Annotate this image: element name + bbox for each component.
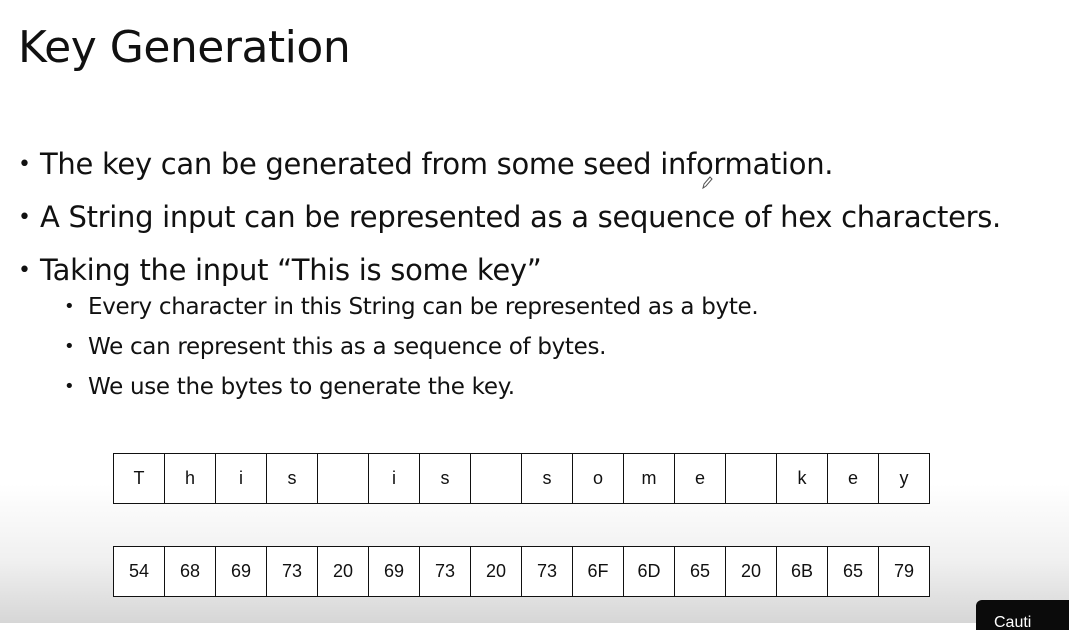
bullet-dot-icon: •	[64, 336, 75, 357]
char-cell: i	[215, 453, 267, 504]
char-cell: i	[368, 453, 420, 504]
char-cell	[317, 453, 369, 504]
char-cell	[725, 453, 777, 504]
char-cell: h	[164, 453, 216, 504]
character-byte-row: T h i s i s s o m e k e y	[113, 453, 930, 504]
hex-cell: 6B	[776, 546, 828, 597]
hex-cell: 79	[878, 546, 930, 597]
hex-cell: 65	[827, 546, 879, 597]
char-cell: e	[827, 453, 879, 504]
hex-cell: 65	[674, 546, 726, 597]
hex-cell: 68	[164, 546, 216, 597]
bullet-item: • Taking the input “This is some key”	[18, 244, 1001, 297]
char-cell: k	[776, 453, 828, 504]
hex-cell: 20	[317, 546, 369, 597]
bullet-dot-icon: •	[18, 258, 31, 283]
sub-bullet-item: • Every character in this String can be …	[64, 287, 1001, 327]
sub-bullet-item: • We can represent this as a sequence of…	[64, 327, 1001, 367]
char-cell: y	[878, 453, 930, 504]
bullet-list: • The key can be generated from some see…	[18, 138, 1001, 407]
char-cell: s	[266, 453, 318, 504]
hex-cell: 73	[521, 546, 573, 597]
bullet-text: Taking the input “This is some key”	[40, 253, 542, 287]
bullet-text: A String input can be represented as a s…	[40, 200, 1001, 234]
hex-cell: 69	[368, 546, 420, 597]
sub-bullet-list: • Every character in this String can be …	[64, 287, 1001, 407]
hex-cell: 6F	[572, 546, 624, 597]
char-cell: T	[113, 453, 165, 504]
char-cell: s	[521, 453, 573, 504]
hex-cell: 6D	[623, 546, 675, 597]
bullet-dot-icon: •	[64, 296, 75, 317]
hex-cell: 69	[215, 546, 267, 597]
hex-cell: 20	[725, 546, 777, 597]
char-cell: e	[674, 453, 726, 504]
char-cell	[470, 453, 522, 504]
bullet-item: • A String input can be represented as a…	[18, 191, 1001, 244]
bullet-dot-icon: •	[18, 205, 31, 230]
pen-cursor-icon	[702, 176, 713, 190]
bullet-dot-icon: •	[64, 376, 75, 397]
bullet-item: • The key can be generated from some see…	[18, 138, 1001, 191]
bullet-text: The key can be generated from some seed …	[40, 147, 834, 181]
slide-title: Key Generation	[18, 22, 351, 73]
hex-cell: 54	[113, 546, 165, 597]
hex-cell: 73	[419, 546, 471, 597]
sub-bullet-text: Every character in this String can be re…	[88, 294, 759, 320]
hex-byte-row: 54 68 69 73 20 69 73 20 73 6F 6D 65 20 6…	[113, 546, 930, 597]
bullet-dot-icon: •	[18, 152, 31, 177]
char-cell: o	[572, 453, 624, 504]
sub-bullet-item: • We use the bytes to generate the key.	[64, 367, 1001, 407]
sub-bullet-text: We use the bytes to generate the key.	[88, 374, 515, 400]
char-cell: m	[623, 453, 675, 504]
caption-button[interactable]: Cauti	[976, 600, 1069, 630]
sub-bullet-text: We can represent this as a sequence of b…	[88, 334, 607, 360]
hex-cell: 20	[470, 546, 522, 597]
char-cell: s	[419, 453, 471, 504]
hex-cell: 73	[266, 546, 318, 597]
